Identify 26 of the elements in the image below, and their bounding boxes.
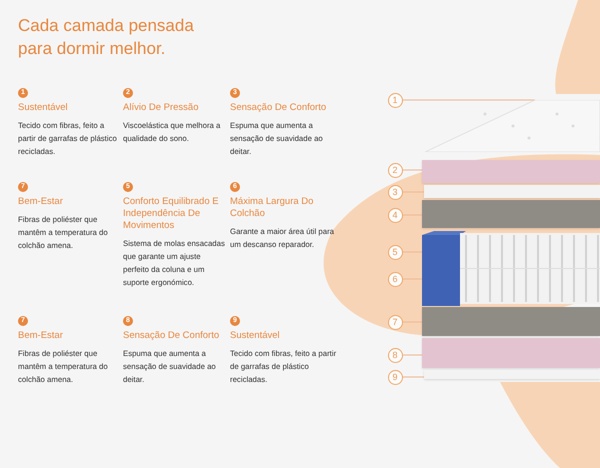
feature-heading: Bem-Estar	[18, 330, 64, 342]
foam-layer	[422, 160, 600, 183]
spring-unit-layer	[422, 231, 600, 306]
feature-heading: Sensação De Conforto	[230, 102, 328, 114]
callout-number: 2	[388, 162, 402, 178]
leader-line	[402, 376, 424, 378]
feature-heading: Bem-Estar	[18, 196, 64, 208]
feature-heading: Sustentável	[18, 102, 69, 114]
title: Cada camada pensada para dormir melhor.	[18, 15, 195, 60]
callout-number: 8	[388, 348, 402, 362]
quilted-top-layer	[425, 100, 600, 152]
feature-heading: Sensação De Conforto	[123, 330, 220, 342]
leader-line	[402, 214, 422, 216]
fabric-layer	[424, 185, 600, 198]
feature-heading: Conforto Equilibrado E Independência De Movimentos	[123, 196, 220, 232]
callout-number: 1	[388, 92, 402, 108]
leader-line	[402, 278, 422, 280]
fiber-layer	[422, 200, 600, 228]
fiber-layer	[422, 307, 600, 336]
leader-line	[402, 354, 422, 356]
feature-heading: Sustentável	[230, 330, 281, 342]
callout-number: 9	[388, 370, 402, 384]
foam-layer	[422, 338, 600, 368]
feature-heading: Alívio De Pressão	[123, 102, 200, 114]
fabric-layer	[424, 370, 600, 379]
feature-heading: Máxima Largura Do Colchão	[230, 196, 314, 220]
